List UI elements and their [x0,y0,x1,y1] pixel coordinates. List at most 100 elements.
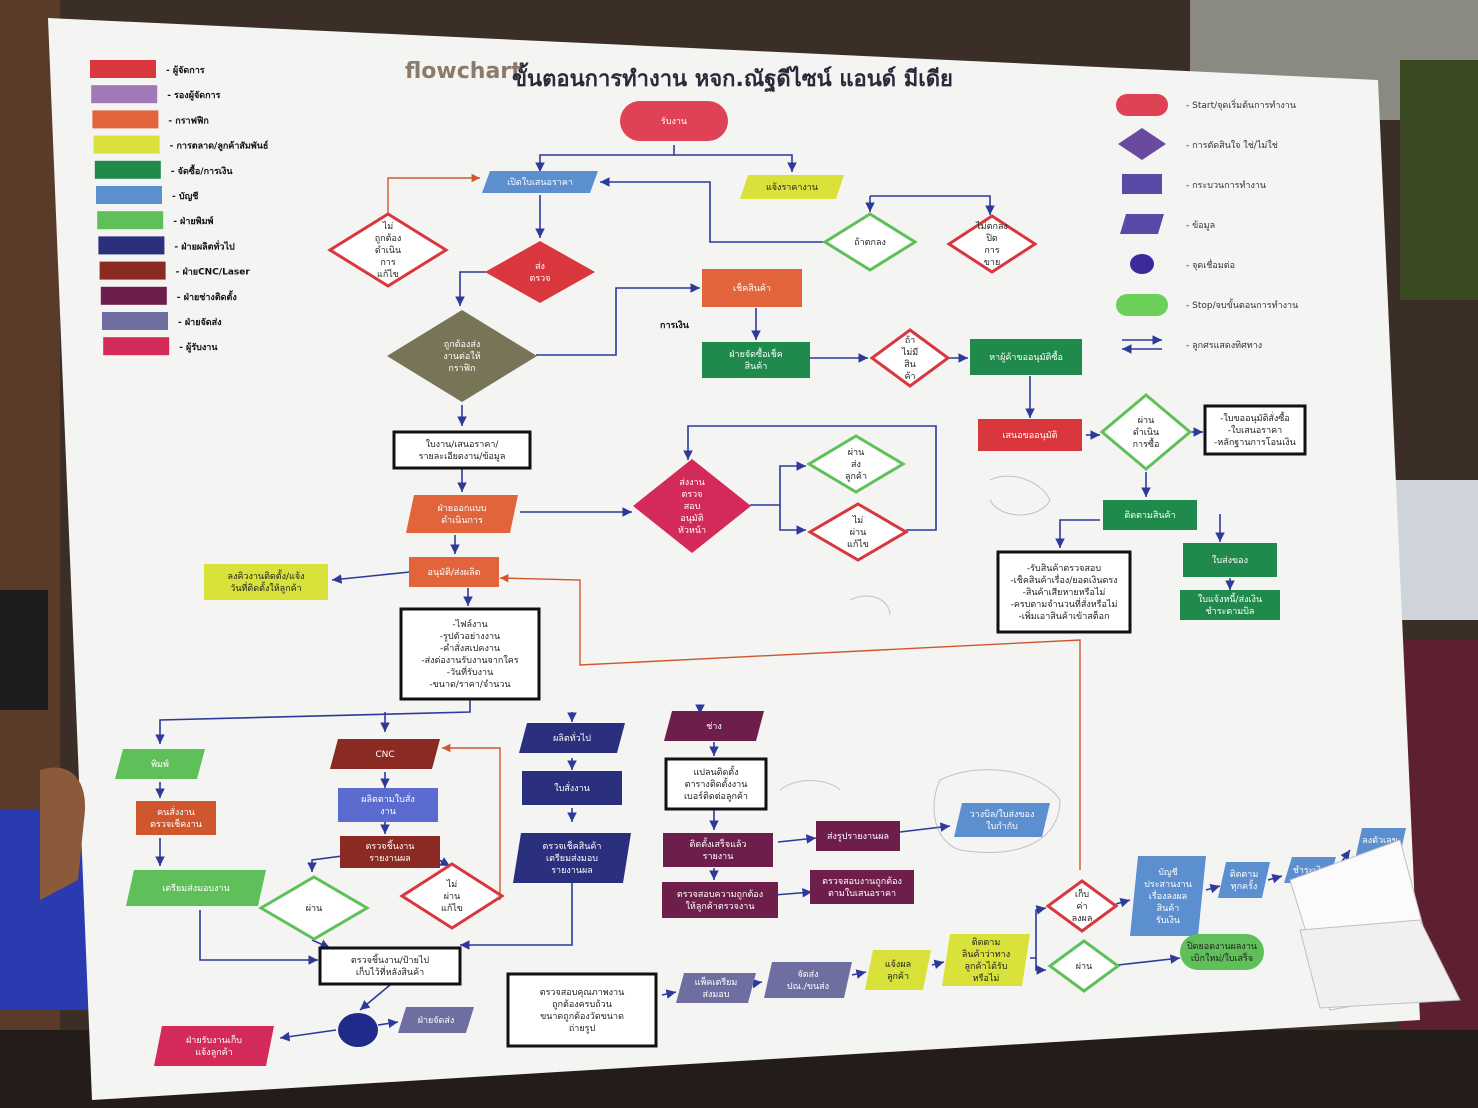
purchase-check-node-text-1: สินค้า [745,361,768,372]
quote-node-text-0: เปิดใบเสนอราคา [507,177,573,188]
receipt-node-text-0: ใบส่งของ [1212,555,1248,566]
legend-swatch [97,211,164,230]
paid2-decision: ผ่าน [1047,939,1121,993]
pass-buy-decision-text-1: ดำเนิน [1133,427,1159,438]
follow-list-box-text-0: -รับสินค้าตรวจสอบ [1027,563,1101,574]
work-list-box-text-0: -ไฟล์งาน [452,618,487,630]
general-check-node-text-2: รายงานผล [551,866,593,876]
legend-swatch [99,261,166,280]
install-notice-node-text-0: ลงคิวงานติดตั้ง/แจ้ง [227,569,304,582]
pass-buy-decision-text-0: ผ่าน [1138,416,1154,426]
head-check-decision-text-0: ส่งงาน [679,478,705,488]
job-sheet-box: ใบงาน/เสนอราคา/รายละเอียดงาน/ข้อมูล [392,430,532,470]
fail-fix-decision-text-2: แก้ไข [847,539,869,550]
follow-pay-node-text-1: ลินค้าว่าทาง [962,949,1010,960]
legend-label: - ฝ่ายพิมพ์ [173,215,213,227]
legend-swatch [94,160,161,179]
print-node-text-0: พิมพ์ [151,758,169,770]
legend-label: - ผู้จัดการ [166,65,205,76]
final-count-node-text-0: ลงตัวเลข [1362,836,1398,846]
not-correct-decision-text-2: ดำเนิน [375,245,401,256]
receipt-sub-node-text-0: ใบแจ้งหนี้/ส่งเงิน [1198,592,1262,605]
no-close-decision-text-0: ไม่ตกลง [975,221,1008,232]
flowchart-nodes: รับงานเปิดใบเสนอราคาแจ้งราคางานไม่ถูกต้อ… [115,101,1406,1066]
title-main: ขั้นตอนการทำงาน หจก.ณัฐดีไซน์ แอนด์ มีเด… [512,62,953,93]
work-list-box-text-4: -วันที่รับงาน [447,665,494,678]
ship-dept-node: ฝ่ายจัดส่ง [398,1007,474,1033]
fail-fix-decision-text-0: ไม่ [852,515,864,526]
check-goods-node-text-0: เช็คสินค้า [733,281,771,294]
correct-send-decision-text-0: ถูกต้องส่ง [444,339,480,350]
follow-pay-node-text-2: ลูกค้าได้รับ [965,961,1008,972]
follow-pay2-node-text-1: ทุกครั้ง [1231,879,1258,892]
not-correct-decision-text-0: ไม่ [382,221,394,232]
legend-right-label: - การตัดสินใจ ใช่/ไม่ใช่ [1186,140,1278,151]
follow-list-box-text-1: -เช็คสินค้าเรื่อง/ยอดเงินตรง [1010,573,1117,586]
ship-node: จัดส่งปณ./ขนส่ง [764,962,852,998]
legend-right-label: - ลูกศรแสดงทิศทาง [1186,340,1262,351]
ship-node-text-1: ปณ./ขนส่ง [787,982,829,992]
quality-box-text-2: ขนาดถูกต้องวัดขนาด [540,1011,624,1022]
follow-goods-node: ติดตามสินค้า [1103,500,1197,530]
quality-box-text-1: ถูกต้องครบถ้วน [552,999,612,1010]
no-close-decision-text-2: การ [984,246,1000,256]
connectors [155,145,1351,1042]
general-sheet-node-text-0: ใบสั่งงาน [554,781,590,794]
buy-approve-node-text-0: หาผู้ค้าขออนุมัติซื้อ [989,350,1063,363]
buy-list-box-text-1: -ใบเสนอราคา [1228,425,1282,436]
design-node-text-0: ฝ่ายออกแบบ [437,504,486,514]
send-check-decision-text-0: ส่ง [535,262,545,272]
tech-report-node-text-0: ส่งรูปรายงานผล [827,832,889,842]
pass-client-decision-text-0: ผ่าน [848,448,864,458]
tech-install-node-text-0: ติดตั้งเสร็จแล้ว [690,837,747,850]
cnc-check-node-text-0: ตรวจชิ้นงาน [366,839,415,852]
board-title: flowchart ขั้นตอนการทำงาน หจก.ณัฐดีไซน์ … [405,59,953,93]
tech-node: ช่าง [664,711,764,741]
install-notice-node: ลงคิวงานติดตั้ง/แจ้งวันที่ติดตั้งให้ลูกค… [204,564,328,600]
paid-decision-text-0: เก็บ [1075,887,1090,900]
follow-pay2-node-text-0: ติดตาม [1230,869,1259,880]
finance-side-label: การเงิน [660,320,690,331]
purchase-check-node: ฝ่ายจัดซื้อเช็คสินค้า [702,342,810,378]
cnc-fail-decision-text-1: ผ่าน [444,892,460,902]
cnc-fail-decision-text-0: ไม่ [446,879,458,890]
work-list-box-text-2: -คำสั่งสเปคงาน [440,641,500,654]
legend-right-label: - Start/จุดเริ่มต้นการทำงาน [1186,98,1296,111]
no-goods-decision-text-0: ถ้า [905,335,916,346]
legend-label: - ผู้รับงาน [179,342,218,353]
account-node-text-4: รับเงิน [1156,915,1180,926]
buy-list-box-text-0: -ใบขออนุมัติสั่งซื้อ [1220,411,1290,424]
legend-shape-pill [1116,294,1168,316]
legend-right-label: - ข้อมูล [1186,220,1215,231]
paid-decision-text-1: ค่า [1076,902,1087,912]
legend-label: - การตลาด/ลูกค้าสัมพันธ์ [170,140,269,152]
job-sheet-box-text-1: รายละเอียดงาน/ข้อมูล [419,451,506,462]
cash-node-text-0: ชำระเงิน [1293,865,1327,876]
legend-label: - ฝ่ายผลิตทั่วไป [174,239,235,252]
final-check-box-text-1: เก็บไว้ที่หลังสินค้า [356,965,424,978]
follow-list-box-text-3: -ครบตามจำนวนที่สั่งหรือไม่ [1011,597,1118,610]
pass-client-decision-text-2: ลูกค้า [845,471,867,482]
title-prefix: flowchart [405,59,522,84]
receipt-sub-node-text-1: ชำระตามบิล [1206,606,1255,617]
cnc-make-node-text-1: งาน [380,807,396,817]
print-prep-node: เตรียมส่งมอบงาน [126,870,266,906]
follow-pay-node-text-3: หรือไม่ [973,973,1000,984]
price-node-text-0: แจ้งราคางาน [766,182,818,193]
account-node-text-0: บัญชี [1158,867,1178,878]
approve-produce-node-text-0: อนุมัติ/ส่งผลิต [428,567,481,578]
agree-decision: ถ้าตกลง [822,212,918,272]
quality-box: ตรวจสอบคุณภาพงานถูกต้องครบถ้วนขนาดถูกต้อ… [506,972,658,1048]
general-check-node-text-0: ตรวจเช็คสินค้า [543,839,602,852]
tech-report-node: ส่งรูปรายงานผล [816,821,900,851]
